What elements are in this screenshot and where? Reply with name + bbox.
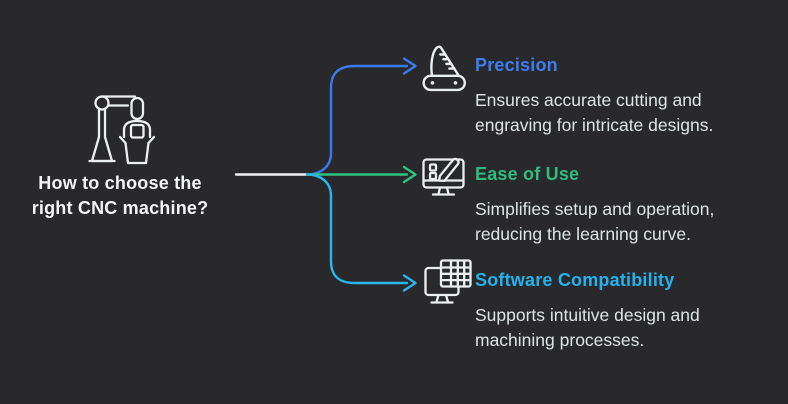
root-question: How to choose the right CNC machine? — [31, 173, 209, 218]
branch-label-software-compatibility: Software Compatibility — [475, 270, 675, 290]
arrowhead-precision — [402, 57, 417, 75]
cnc-robot-arm-packing-icon — [88, 94, 166, 170]
branch-line-software-compatibility — [305, 173, 409, 285]
branch-label-precision: Precision — [475, 55, 558, 75]
monitor-spreadsheet-icon — [421, 257, 473, 314]
branch-line-precision — [305, 64, 409, 176]
monitor-pencil-icon — [421, 151, 471, 206]
branch-description-precision: Ensures accurate cutting and engraving f… — [475, 90, 714, 135]
arrowhead-software-compatibility — [402, 274, 417, 292]
branch-description-software-compatibility: Supports intuitive design and machining … — [475, 305, 700, 350]
branch-description-ease-of-use: Simplifies setup and operation, reducing… — [475, 199, 715, 244]
arrowhead-ease-of-use — [402, 165, 417, 184]
branch-item-software-compatibility: Software Compatibility Supports intuitiv… — [421, 257, 751, 353]
branch-item-ease-of-use: Ease of Use Simplifies setup and operati… — [421, 151, 751, 247]
branch-item-precision: Precision Ensures accurate cutting and e… — [421, 42, 751, 138]
pocket-knife-ruler-icon — [421, 42, 469, 97]
branch-label-ease-of-use: Ease of Use — [475, 164, 580, 184]
